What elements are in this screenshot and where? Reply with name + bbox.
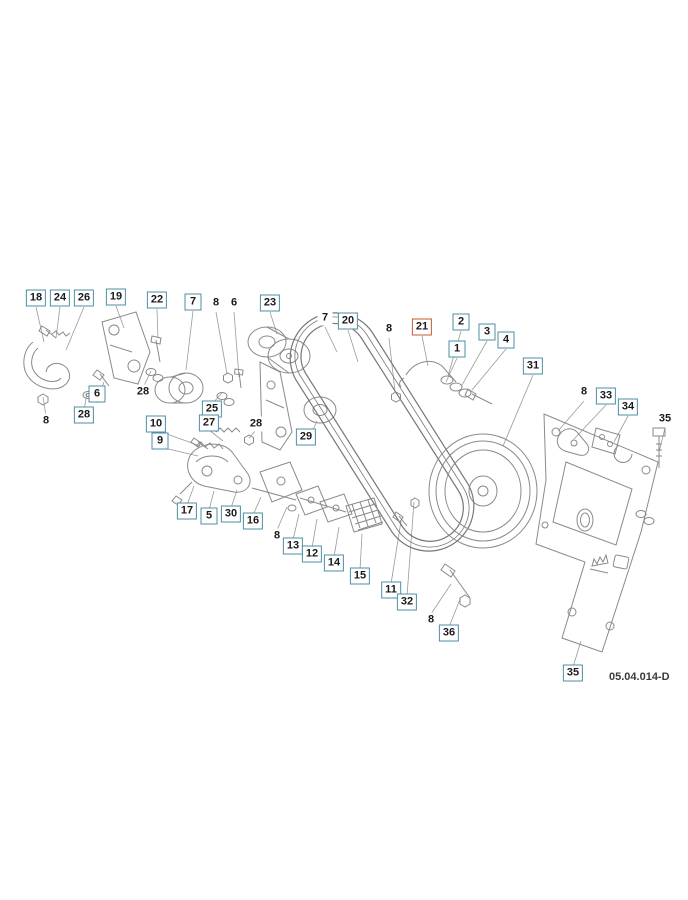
part-label-7-5[interactable]: 7 (184, 293, 202, 311)
part-label-8-43: 8 (423, 612, 439, 628)
part-label-33-19[interactable]: 33 (595, 387, 617, 405)
tensioner-arm-drawing (171, 392, 254, 506)
part-label-35-45[interactable]: 35 (562, 664, 584, 682)
part-label-9-30[interactable]: 9 (151, 432, 169, 450)
part-label-2-13[interactable]: 2 (452, 313, 470, 331)
diagram-id: 05.04.014-D (609, 671, 670, 683)
part-label-8-11: 8 (381, 321, 397, 337)
pulley-31-drawing (428, 433, 538, 549)
part-label-1-14[interactable]: 1 (448, 340, 466, 358)
linkage-spring-drawing (251, 461, 420, 533)
part-label-26-2[interactable]: 26 (73, 289, 95, 307)
part-label-8-6: 8 (208, 295, 224, 311)
part-label-6-23[interactable]: 6 (88, 385, 106, 403)
frame-35-drawing (440, 413, 666, 653)
part-label-36-44[interactable]: 36 (438, 624, 460, 642)
part-label-14-39[interactable]: 14 (323, 554, 345, 572)
part-label-5-33[interactable]: 5 (200, 507, 218, 525)
part-label-34-20[interactable]: 34 (617, 398, 639, 416)
part-label-7-9: 7 (317, 310, 333, 326)
part-label-10-27[interactable]: 10 (145, 415, 167, 433)
part-label-8-18: 8 (576, 384, 592, 400)
part-label-32-42[interactable]: 32 (396, 593, 418, 611)
part-label-3-15[interactable]: 3 (478, 323, 496, 341)
idler-pulley-7-drawing (154, 368, 244, 404)
part-label-30-34[interactable]: 30 (220, 505, 242, 523)
part-label-28-25[interactable]: 28 (73, 406, 95, 424)
part-label-35-21: 35 (655, 411, 675, 427)
part-label-15-40[interactable]: 15 (349, 567, 371, 585)
part-label-21-12[interactable]: 21 (411, 318, 433, 336)
part-label-16-35[interactable]: 16 (242, 512, 264, 530)
part-label-29-31[interactable]: 29 (295, 428, 317, 446)
part-label-17-32[interactable]: 17 (176, 502, 198, 520)
part-label-27-28[interactable]: 27 (198, 414, 220, 432)
bracket-plate-drawing (101, 311, 164, 385)
part-label-28-29: 28 (246, 416, 266, 432)
part-label-13-37[interactable]: 13 (282, 537, 304, 555)
part-label-28-22: 28 (133, 384, 153, 400)
part-label-8-24: 8 (38, 413, 54, 429)
part-label-19-3[interactable]: 19 (105, 288, 127, 306)
part-label-6-7: 6 (226, 295, 242, 311)
part-label-24-1[interactable]: 24 (49, 289, 71, 307)
part-label-22-4[interactable]: 22 (146, 291, 168, 309)
part-label-4-16[interactable]: 4 (497, 331, 515, 349)
part-label-31-17[interactable]: 31 (522, 357, 544, 375)
pulley-23-drawing (247, 326, 337, 451)
part-label-18-0[interactable]: 18 (25, 289, 47, 307)
clamp-bracket-drawing (23, 325, 110, 406)
tension-rod-drawing (391, 360, 493, 405)
part-label-23-8[interactable]: 23 (259, 294, 281, 312)
part-label-20-10[interactable]: 20 (337, 312, 359, 330)
part-label-11-41[interactable]: 11 (381, 581, 401, 599)
part-label-8-36: 8 (269, 528, 285, 544)
part-label-12-38[interactable]: 12 (301, 545, 323, 563)
